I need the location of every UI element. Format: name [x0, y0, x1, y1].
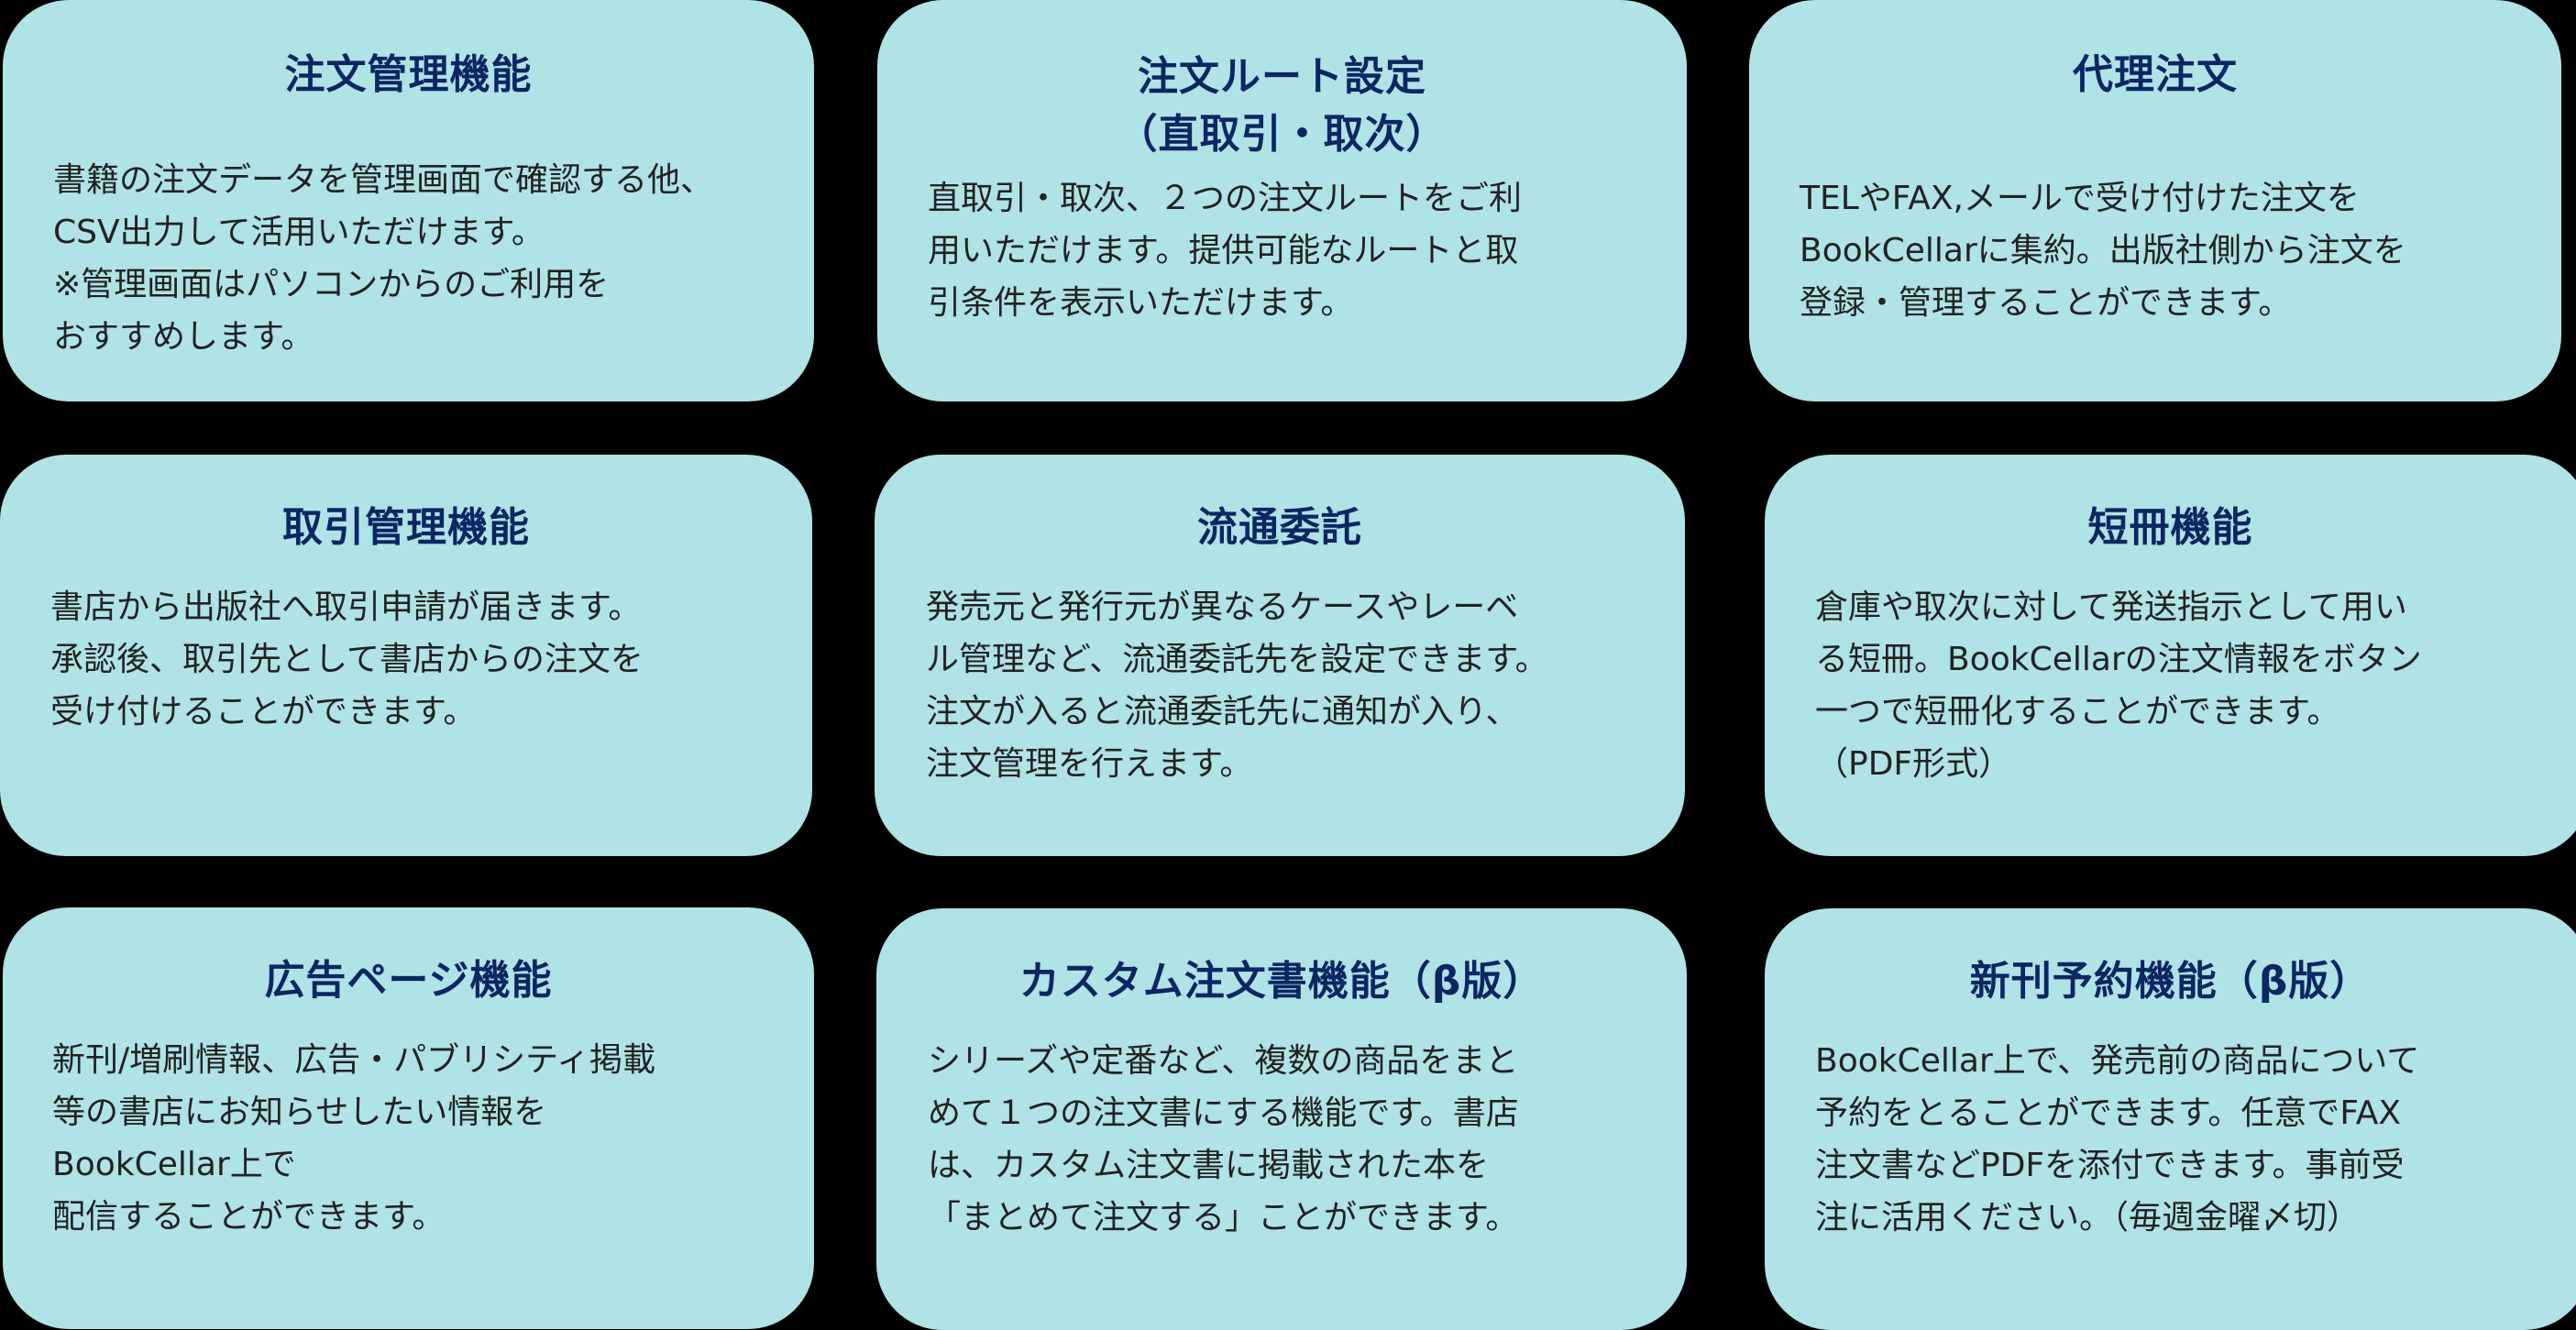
card-title: カスタム注文書機能（β版）	[1018, 958, 1545, 1005]
card-description: 発売元と発行元が異なるケースやレーベ ル管理など、流通委託先を設定できます。 注…	[926, 588, 1548, 783]
feature-card-distribution-consignment: 流通委託 発売元と発行元が異なるケースやレーベ ル管理など、流通委託先を設定でき…	[875, 455, 1685, 856]
card-title: 取引管理機能	[282, 504, 530, 551]
feature-card-transaction-management: 取引管理機能 書店から出版社へ取引申請が届きます。 承認後、取引先として書店から…	[0, 455, 812, 856]
card-description: 直取引・取次、２つの注文ルートをご利 用いただけます。提供可能なルートと取 引条…	[928, 180, 1523, 322]
card-title: 広告ページ機能	[264, 957, 553, 1004]
feature-card-custom-order-form: カスタム注文書機能（β版） シリーズや定番など、複数の商品をまと めて１つの注文…	[876, 908, 1687, 1330]
card-description: 書籍の注文データを管理画面で確認する他、 CSV出力して活用いただけます。 ※管…	[53, 161, 714, 356]
card-title: 注文ルート設定 （直取引・取次）	[1117, 53, 1448, 158]
card-title: 短冊機能	[2087, 504, 2253, 551]
feature-card-proxy-order: 代理注文 TELやFAX,メールで受け付けた注文を BookCellarに集約。…	[1749, 0, 2561, 401]
feature-card-tanzaku: 短冊機能 倉庫や取次に対して発送指示として用い る短冊。BookCellarの注…	[1765, 455, 2576, 856]
feature-card-new-release-reservation: 新刊予約機能（β版） BookCellar上で、発売前の商品について 予約をとる…	[1765, 908, 2576, 1330]
feature-card-order-management: 注文管理機能 書籍の注文データを管理画面で確認する他、 CSV出力して活用いただ…	[3, 0, 814, 401]
card-description: 倉庫や取次に対して発送指示として用い る短冊。BookCellarの注文情報をボ…	[1815, 588, 2422, 783]
card-description: TELやFAX,メールで受け付けた注文を BookCellarに集約。出版社側か…	[1800, 180, 2406, 322]
card-description: 書店から出版社へ取引申請が届きます。 承認後、取引先として書店からの注文を 受け…	[50, 588, 644, 731]
card-description: シリーズや定番など、複数の商品をまと めて１つの注文書にする機能です。書店 は、…	[928, 1042, 1519, 1237]
card-description: BookCellar上で、発売前の商品について 予約をとることができます。任意で…	[1815, 1042, 2420, 1237]
card-title: 注文管理機能	[284, 51, 533, 98]
card-title: 流通委託	[1197, 504, 1362, 551]
feature-card-order-route: 注文ルート設定 （直取引・取次） 直取引・取次、２つの注文ルートをご利 用いただ…	[877, 0, 1687, 401]
feature-card-advertising-page: 広告ページ機能 新刊/増刷情報、広告・パブリシティ掲載 等の書店にお知らせしたい…	[3, 907, 814, 1329]
card-title: 新刊予約機能（β版）	[1969, 958, 2372, 1005]
card-title: 代理注文	[2073, 51, 2238, 98]
card-description: 新刊/増刷情報、広告・パブリシティ掲載 等の書店にお知らせしたい情報を Book…	[52, 1041, 655, 1236]
